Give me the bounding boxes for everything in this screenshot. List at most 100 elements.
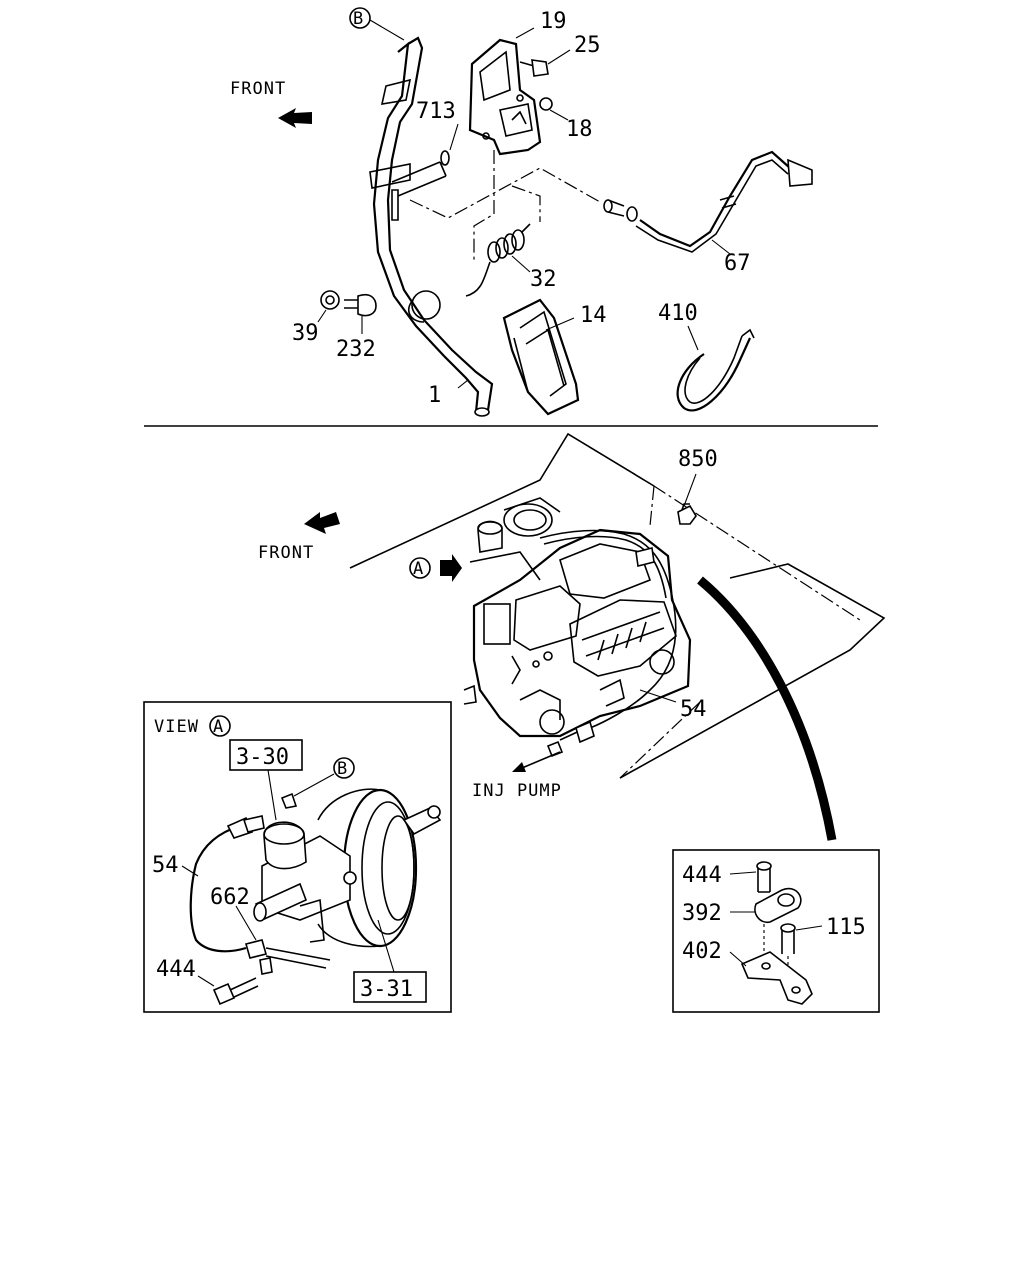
pivot-shaft <box>391 161 447 197</box>
detail-pointer-arc <box>697 576 837 841</box>
label-392: 392 <box>682 901 722 926</box>
master-cylinder <box>253 821 357 943</box>
bracket-inset: 444 392 115 402 <box>672 849 880 1013</box>
label-713: 713 <box>416 99 456 124</box>
pedal-arm <box>369 36 494 417</box>
label-662: 662 <box>210 885 250 910</box>
inset-cable-end <box>280 792 298 809</box>
part-232-bolt <box>344 293 377 317</box>
leader-54-inset <box>181 865 199 877</box>
leader-25 <box>547 49 571 65</box>
leader-39 <box>317 309 327 323</box>
view-a-arrow-icon <box>440 554 462 582</box>
label-19: 19 <box>540 9 567 34</box>
ref-3-31-box <box>353 971 427 1003</box>
inj-pump-arrow-icon <box>512 762 526 772</box>
part-67-cable <box>603 150 813 253</box>
part-25-bolt <box>519 59 549 77</box>
callout-b-circle <box>349 7 371 29</box>
leader-713 <box>449 123 459 151</box>
label-444-bracket: 444 <box>682 863 722 888</box>
label-25: 25 <box>574 33 601 58</box>
leader-662 <box>235 905 257 941</box>
ref-3-31-label: 3-31 <box>360 977 413 1002</box>
label-18: 18 <box>566 117 593 142</box>
leader-54-engine <box>639 689 677 703</box>
callout-b-label: B <box>353 9 364 29</box>
engine-cable-54 <box>539 529 677 729</box>
leader-18 <box>549 109 569 121</box>
leader-14 <box>545 317 575 331</box>
leader-1 <box>457 379 469 389</box>
leader-b <box>369 19 405 41</box>
part-410-cable-tie <box>676 328 755 412</box>
front-arrow-icon <box>278 108 312 128</box>
label-39: 39 <box>292 321 319 346</box>
label-444-inset: 444 <box>156 957 196 982</box>
view-a-inset: VIEW A 3-30 B <box>143 701 452 1013</box>
bay-outline-right <box>619 563 886 779</box>
assembly-dash-3 <box>511 185 541 222</box>
leader-444-bracket <box>729 871 757 875</box>
ref-3-30-box <box>229 739 303 771</box>
leader-32 <box>511 255 531 273</box>
leader-67 <box>711 239 731 255</box>
label-14: 14 <box>580 303 607 328</box>
part-14-pedal-pad <box>502 298 580 416</box>
label-115: 115 <box>826 915 866 940</box>
label-232: 232 <box>336 337 376 362</box>
label-1: 1 <box>428 383 441 408</box>
inset-callout-b-label: B <box>337 759 348 779</box>
view-a-callout-label: A <box>213 717 224 737</box>
view-a-title: VIEW <box>154 717 199 737</box>
leader-b-inset <box>293 773 335 797</box>
inj-pump-label: INJ PUMP <box>472 781 562 801</box>
part-850-clip <box>677 503 697 525</box>
leader-3-30 <box>267 769 277 821</box>
label-54-engine: 54 <box>680 697 707 722</box>
label-850: 850 <box>678 447 718 472</box>
front-label-top: FRONT <box>230 79 286 99</box>
inset-bolt-444 <box>212 977 259 1006</box>
leader-850 <box>683 473 697 507</box>
front-arrow-icon-engine <box>304 512 340 534</box>
cable-clip <box>635 547 655 567</box>
bracket-frame <box>672 849 880 1013</box>
label-54-inset: 54 <box>152 853 179 878</box>
engine-block <box>463 497 692 738</box>
part-402-bracket <box>740 951 813 1005</box>
assembly-dash-2 <box>473 150 495 260</box>
front-label-engine: FRONT <box>258 543 314 563</box>
inj-pump-arrow-line <box>521 751 561 769</box>
part-18-nut <box>539 97 553 111</box>
part-32-spring <box>465 223 531 297</box>
ref-3-30-label: 3-30 <box>236 745 289 770</box>
callout-a-circle <box>409 557 431 579</box>
label-32: 32 <box>530 267 557 292</box>
leader-19 <box>515 27 535 39</box>
part-392-clamp <box>754 887 802 924</box>
part-39-nut <box>320 290 340 310</box>
leader-3-31 <box>377 919 395 973</box>
bay-dash-2 <box>649 485 655 527</box>
inj-pump-cable-end <box>546 720 595 758</box>
label-410: 410 <box>658 301 698 326</box>
callout-a-label: A <box>413 559 424 579</box>
part-713-washer <box>440 150 450 166</box>
view-a-callout-circle <box>209 715 231 737</box>
leader-410 <box>687 325 699 351</box>
leader-402 <box>729 951 747 967</box>
bay-dash-3 <box>619 701 701 779</box>
bracket-bolt-444 <box>756 861 772 893</box>
label-67: 67 <box>724 251 751 276</box>
label-402: 402 <box>682 939 722 964</box>
engine-view: FRONT A <box>258 432 886 841</box>
pedal-assembly-view: FRONT B <box>230 7 813 417</box>
inset-cable-54 <box>189 824 247 953</box>
leader-444-inset <box>197 975 215 987</box>
inset-callout-b-circle <box>333 757 355 779</box>
assembly-dash-1 <box>409 167 601 219</box>
mounting-bracket <box>468 38 542 156</box>
leader-115 <box>795 925 823 931</box>
